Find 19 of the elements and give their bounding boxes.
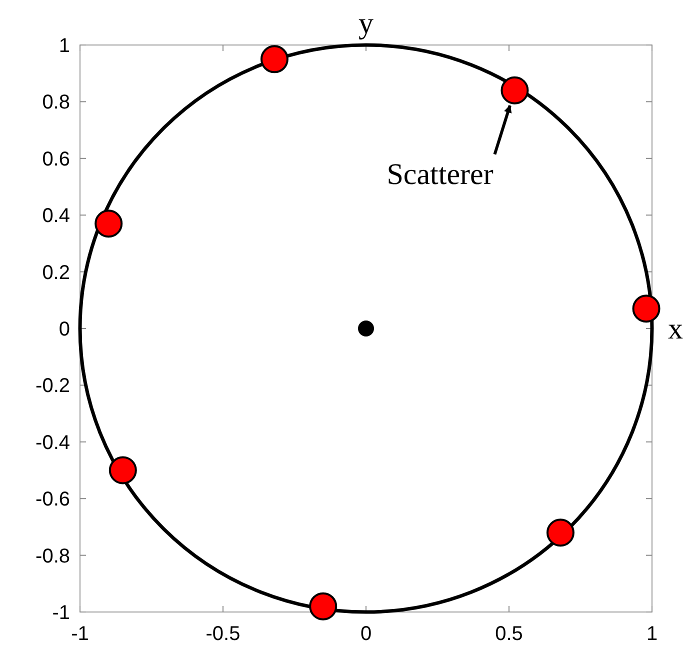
tick-label: 0.8 — [42, 92, 70, 114]
tick-label: -0.2 — [36, 375, 70, 398]
tick-label: 1 — [58, 35, 70, 57]
axis-label: y — [358, 7, 374, 40]
tick-label: 1 — [646, 623, 658, 645]
tick-label: 0.5 — [495, 623, 523, 645]
tick-label: 0 — [360, 623, 372, 645]
tick-label: 0.4 — [42, 205, 70, 228]
axis-label: x — [668, 312, 683, 346]
tick-label: -0.6 — [36, 488, 70, 511]
tick-label: -0.8 — [36, 545, 70, 568]
tick-label: -0.5 — [206, 623, 240, 645]
tick-label: -1 — [52, 602, 70, 624]
tick-label: 0.2 — [42, 262, 70, 284]
tick-label: 0 — [58, 318, 70, 340]
annotation-text: Scatterer — [386, 160, 494, 190]
tick-label: 0.6 — [42, 148, 70, 170]
tick-label: -0.4 — [36, 432, 70, 454]
tick-label: -1 — [71, 623, 89, 645]
